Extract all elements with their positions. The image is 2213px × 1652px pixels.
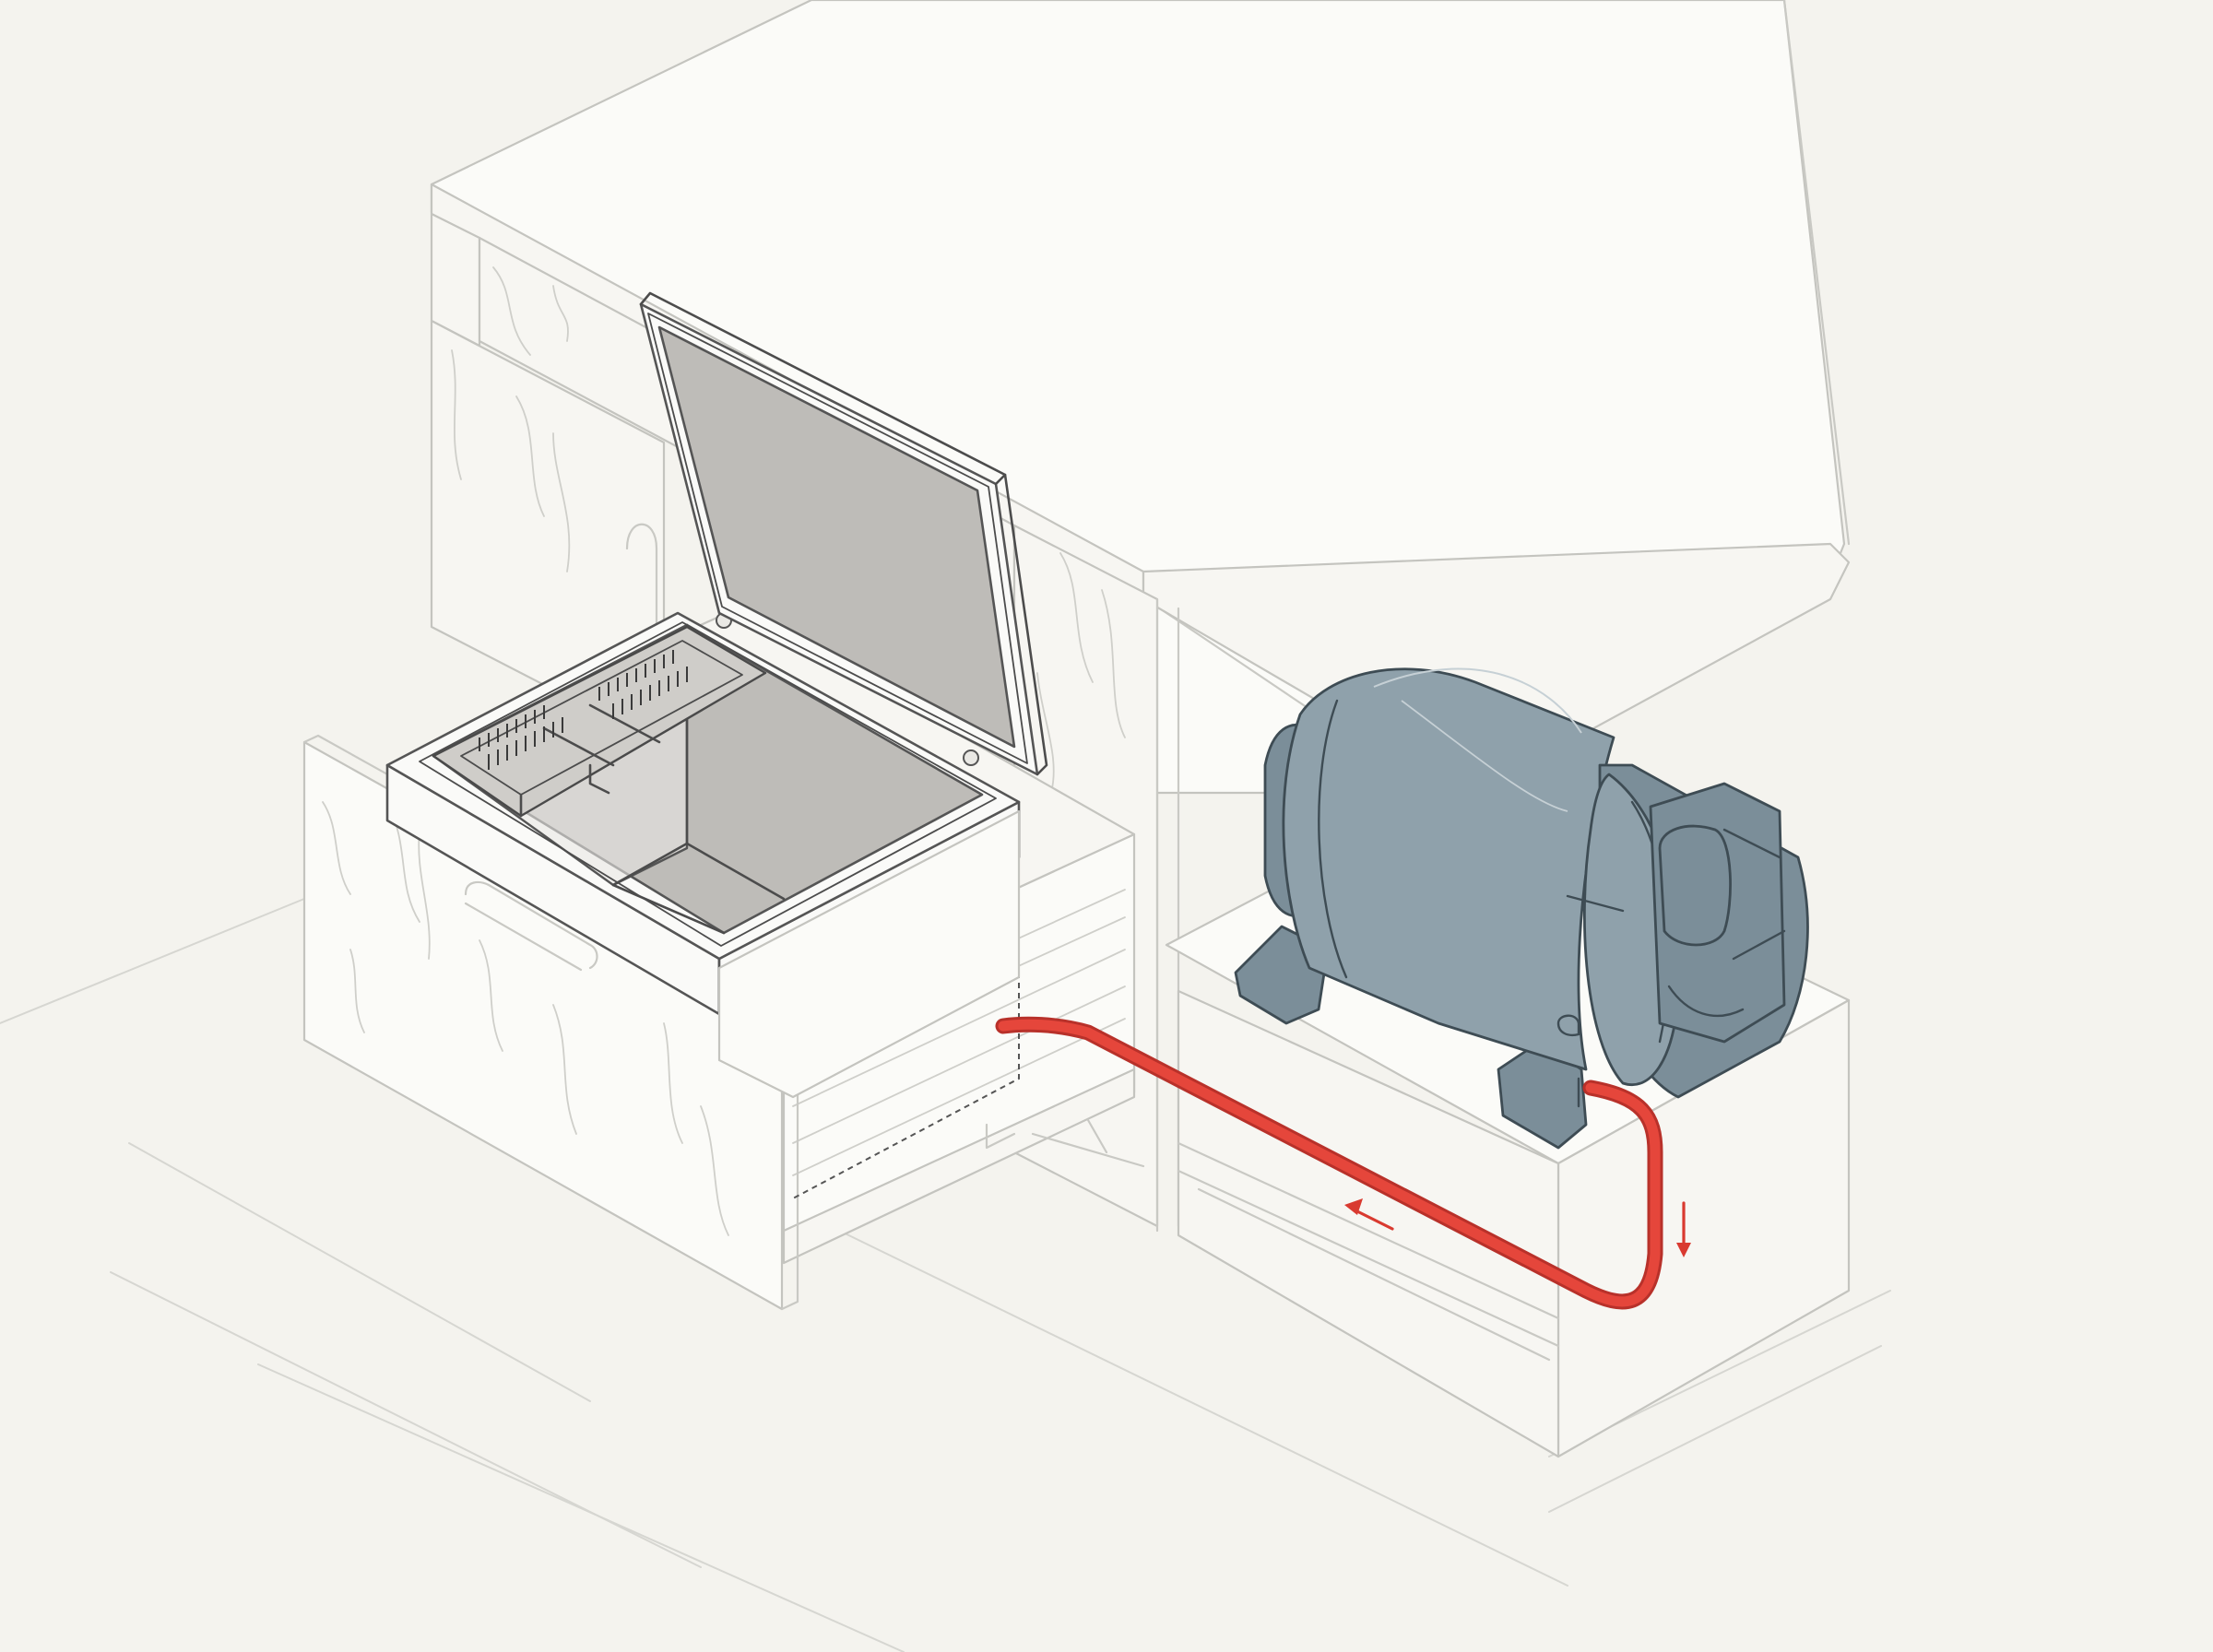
water-heater-tank xyxy=(1234,667,1809,1150)
flow-arrow-down-icon xyxy=(1676,1201,1691,1257)
flow-arrow-left-icon xyxy=(1344,1198,1394,1231)
cooler xyxy=(385,291,1048,1099)
hose xyxy=(995,1016,1663,1310)
